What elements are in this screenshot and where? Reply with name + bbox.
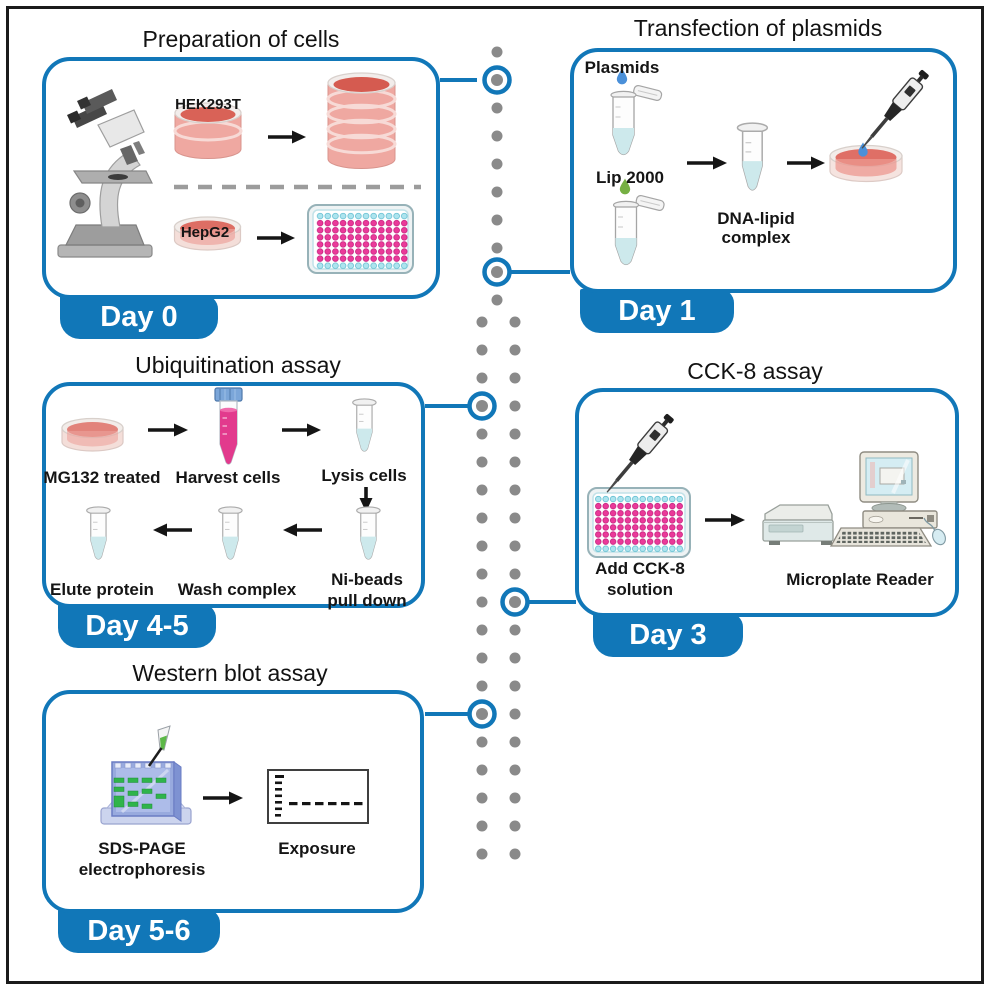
day-tab-1-label: Day 1 (618, 294, 696, 327)
title-transfection: Transfection of plasmids (633, 15, 883, 41)
cell-line-label: HEK293T (175, 96, 241, 113)
panel-preparation (42, 57, 440, 299)
day-tab-4-5-label: Day 4-5 (85, 609, 189, 642)
day-tab-0-label: Day 0 (100, 300, 178, 333)
day-tab-3-label: Day 3 (629, 618, 707, 651)
add-cck8-label: Add CCK-8 (595, 559, 685, 578)
day-tab-0: Day 0 (60, 295, 218, 339)
sds-page-label: electrophoresis (78, 860, 206, 879)
nibeads-label: pull down (327, 591, 407, 610)
title-cck8: CCK-8 assay (687, 358, 823, 384)
outer-frame (6, 6, 984, 984)
dna-lipid-label: complex (721, 228, 791, 247)
day-tab-5-6: Day 5-6 (58, 909, 220, 953)
day-tab-1: Day 1 (580, 289, 734, 333)
add-cck8-label: solution (606, 580, 674, 599)
harvest-label: Harvest cells (175, 468, 281, 487)
title-preparation: Preparation of cells (142, 26, 340, 52)
microplate-reader-label: Microplate Reader (786, 570, 934, 589)
day-tab-5-6-label: Day 5-6 (87, 914, 191, 947)
cell-line-label: HepG2 (180, 224, 230, 241)
sds-page-label: SDS-PAGE (98, 839, 186, 858)
plasmids-label: Plasmids (584, 58, 660, 77)
lip2000-label: Lip 2000 (595, 168, 665, 187)
mg132-label: MG132 treated (43, 468, 161, 487)
exposure-label: Exposure (278, 839, 356, 858)
day-tab-3: Day 3 (593, 613, 743, 657)
wash-label: Wash complex (177, 580, 297, 599)
dna-lipid-label: DNA-lipid (717, 209, 795, 228)
elute-label: Elute protein (50, 580, 154, 599)
day-tab-4-5: Day 4-5 (58, 604, 216, 648)
nibeads-label: Ni-beads (331, 570, 403, 589)
title-western: Western blot assay (132, 660, 328, 686)
title-ubiquitination: Ubiquitination assay (135, 352, 341, 378)
lysis-label: Lysis cells (321, 466, 407, 485)
